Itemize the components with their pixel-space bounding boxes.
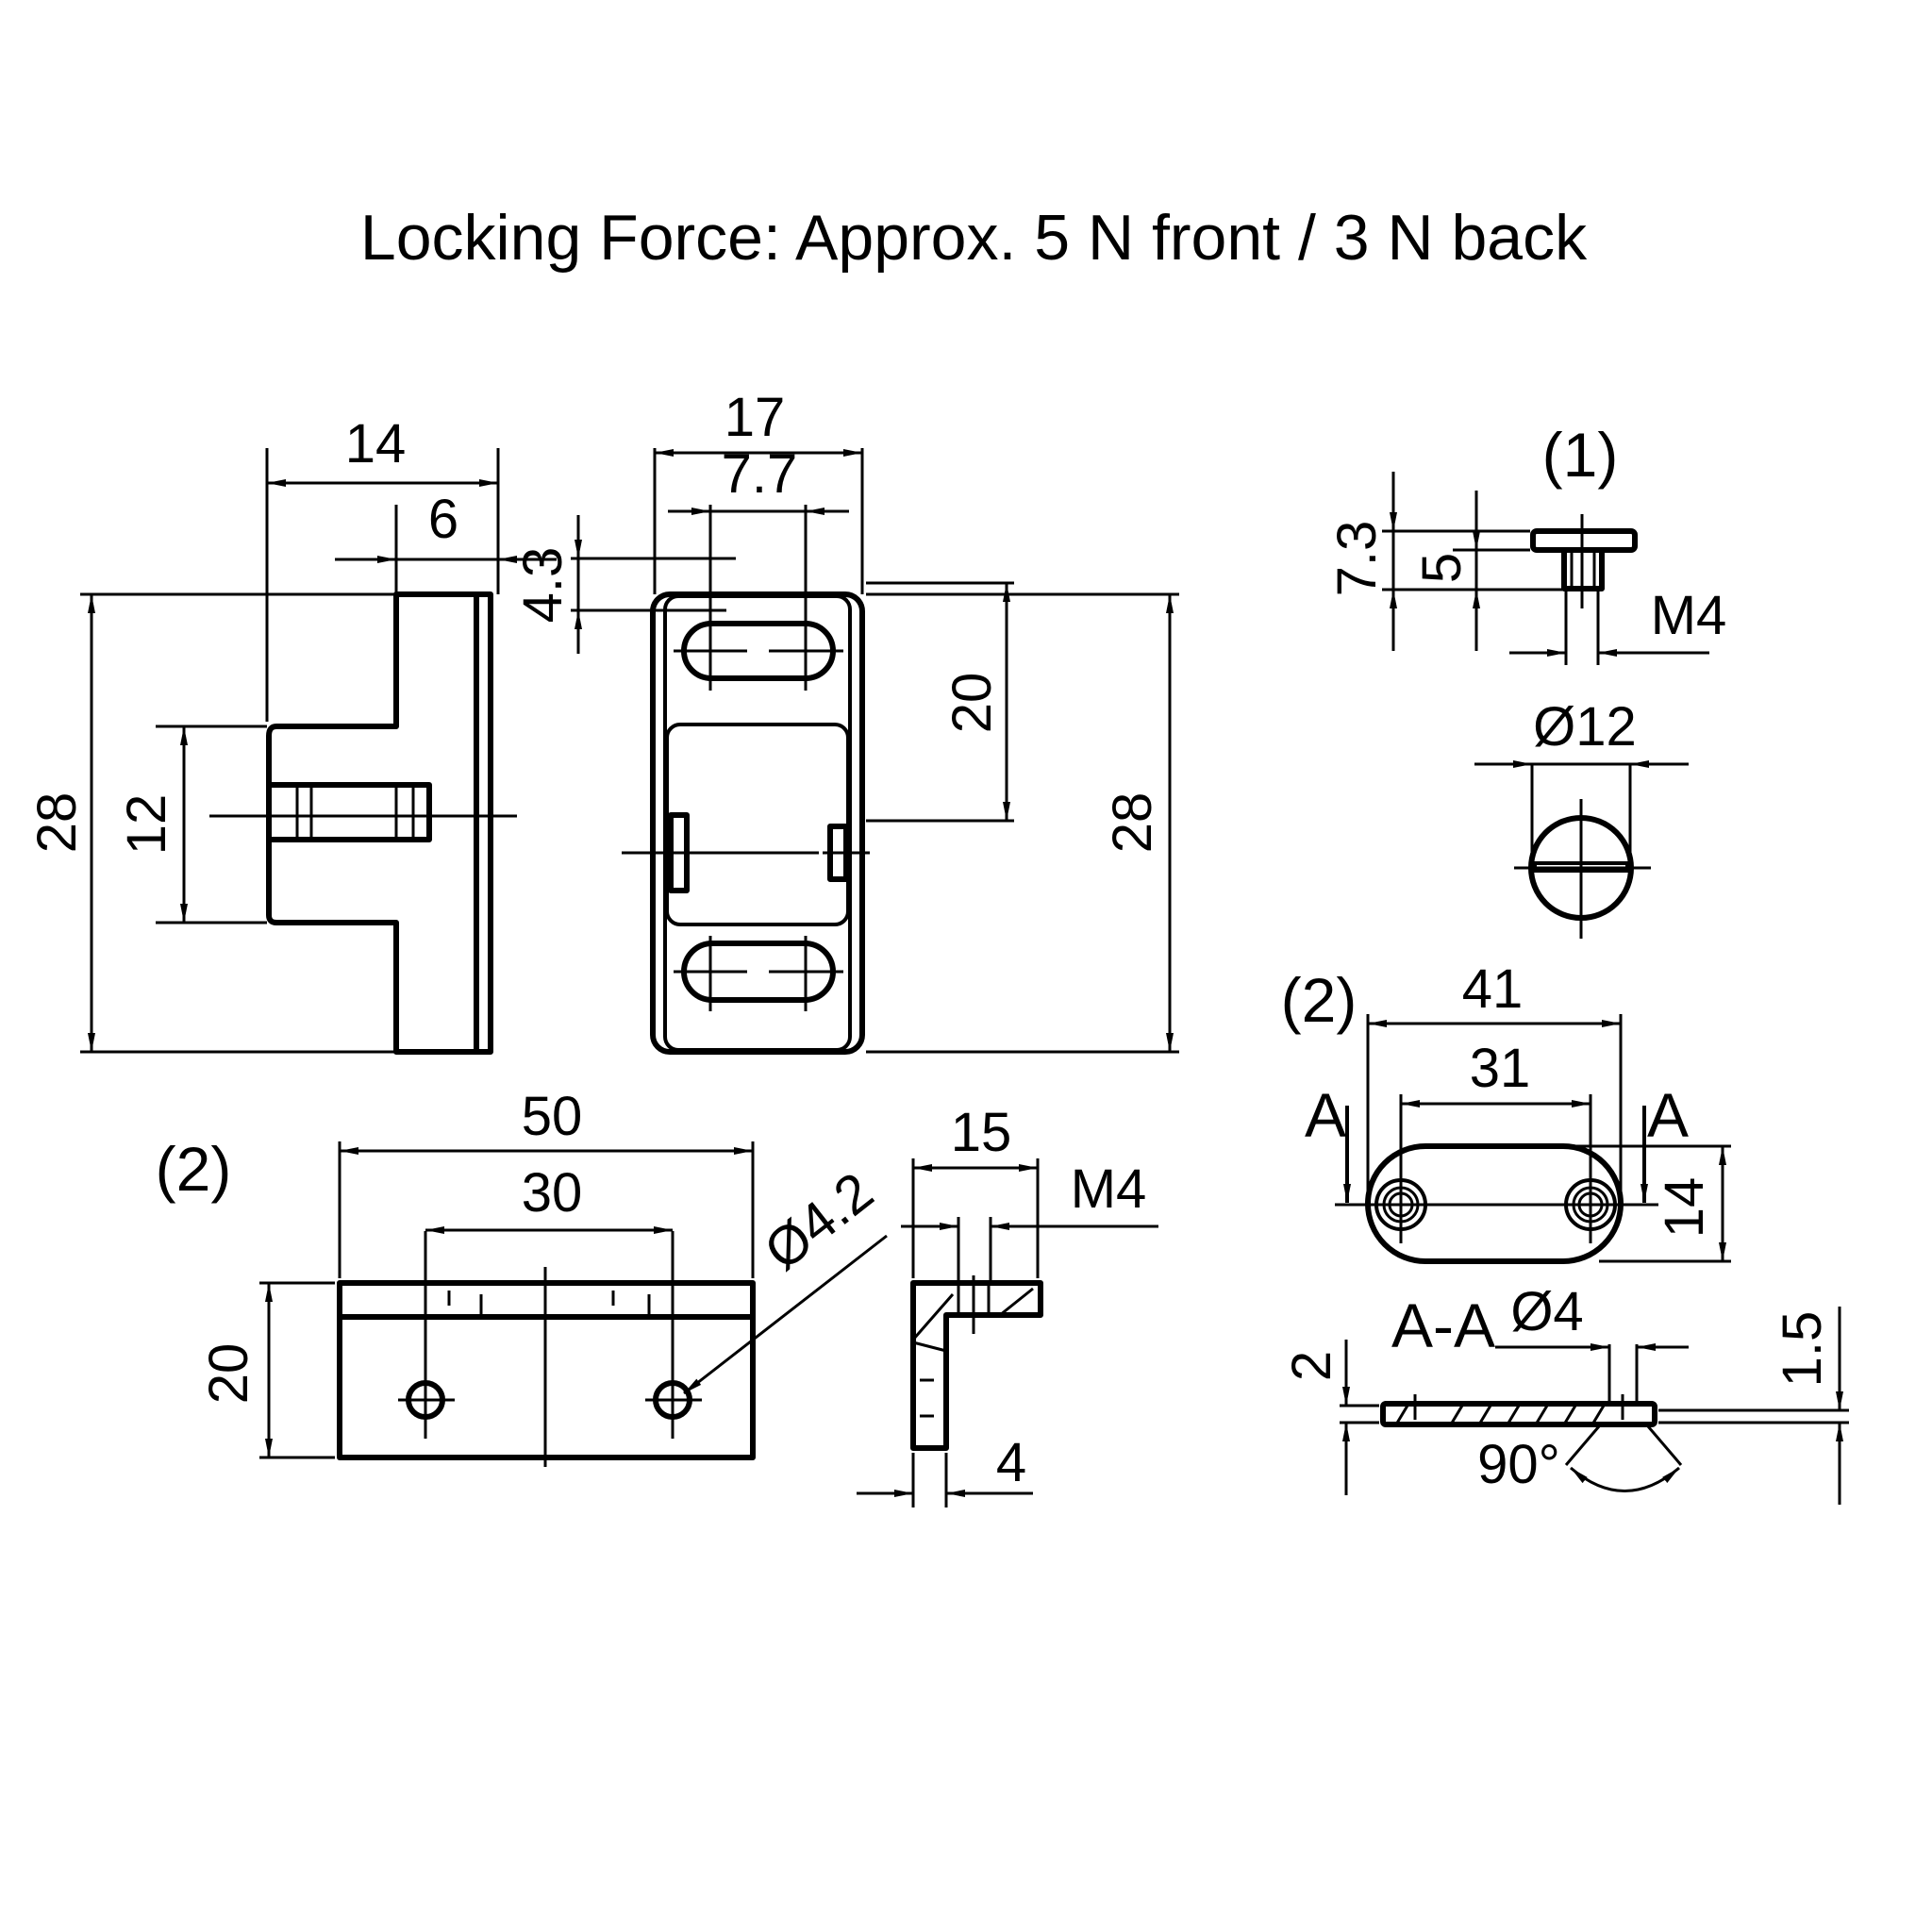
section-plate — [1380, 1401, 1657, 1427]
section-dim-countersink-depth: 1.5 — [1772, 1311, 1833, 1388]
plate-dim-length-total: 41 — [1462, 958, 1524, 1020]
side-dim-height-total: 28 — [26, 792, 88, 854]
section-dim-thickness: 2 — [1281, 1351, 1342, 1381]
bracket-dim-hole-spacing: 30 — [522, 1162, 583, 1224]
part2-bracket-side: 15 M4 4 — [857, 1102, 1158, 1507]
bracket-dim-width-total: 50 — [522, 1086, 583, 1147]
bracket-dim-depth: 15 — [951, 1102, 1012, 1163]
part1-dim-height-total: 7.3 — [1326, 521, 1388, 597]
plate-dim-width: 14 — [1654, 1177, 1715, 1239]
side-dim-height-body: 12 — [116, 794, 177, 856]
part1-dim-diameter: Ø12 — [1533, 696, 1637, 758]
part1-side: (1) 7.3 5 M4 — [1326, 420, 1726, 665]
bracket-side-outline — [910, 1280, 1043, 1451]
part2-bracket-front: (2) 50 30 20 Ø4.2 — [156, 1086, 888, 1467]
section-mark-left: A — [1305, 1080, 1346, 1150]
part1-top: Ø12 — [1474, 696, 1689, 939]
side-dim-width-flange: 6 — [428, 489, 458, 550]
part1-dim-height-shank: 5 — [1411, 553, 1473, 583]
front-dim-slot-height: 4.3 — [512, 547, 574, 624]
side-dim-width-total: 14 — [345, 413, 407, 475]
section-label: A-A — [1391, 1291, 1495, 1360]
section-dim-countersink-angle: 90° — [1477, 1434, 1560, 1495]
part2-plate-top: (2) 41 31 A A 14 — [1281, 958, 1731, 1264]
front-view-pocket — [665, 723, 850, 926]
front-dim-slot-spacing: 7.7 — [722, 443, 798, 505]
part1-dim-thread: M4 — [1651, 585, 1727, 646]
side-view-magnet — [266, 782, 432, 842]
section-dim-hole-diameter: Ø4 — [1510, 1281, 1583, 1342]
plate-dim-hole-spacing: 31 — [1470, 1038, 1531, 1099]
bracket-dim-hole-diameter: Ø4.2 — [753, 1160, 884, 1282]
title: Locking Force: Approx. 5 N front / 3 N b… — [360, 202, 1588, 274]
bracket-dim-thread: M4 — [1071, 1158, 1147, 1220]
bracket-dim-height: 20 — [198, 1343, 259, 1405]
part2-plate-section: A-A Ø4 2 1.5 90° — [1281, 1281, 1849, 1505]
bracket-dim-thickness: 4 — [996, 1432, 1026, 1493]
section-mark-right: A — [1647, 1080, 1689, 1150]
front-dim-slot-pitch: 20 — [941, 673, 1003, 734]
part2-plate-label: (2) — [1281, 965, 1357, 1035]
front-dim-width-total: 17 — [724, 387, 786, 448]
side-view-outline — [266, 591, 493, 1055]
front-view: 17 7.7 4.3 20 28 — [512, 387, 1179, 1055]
front-dim-height-total: 28 — [1102, 792, 1163, 854]
part2-bracket-label: (2) — [156, 1134, 232, 1204]
part1-label: (1) — [1542, 420, 1619, 490]
side-view: 14 6 28 12 — [26, 413, 557, 1055]
